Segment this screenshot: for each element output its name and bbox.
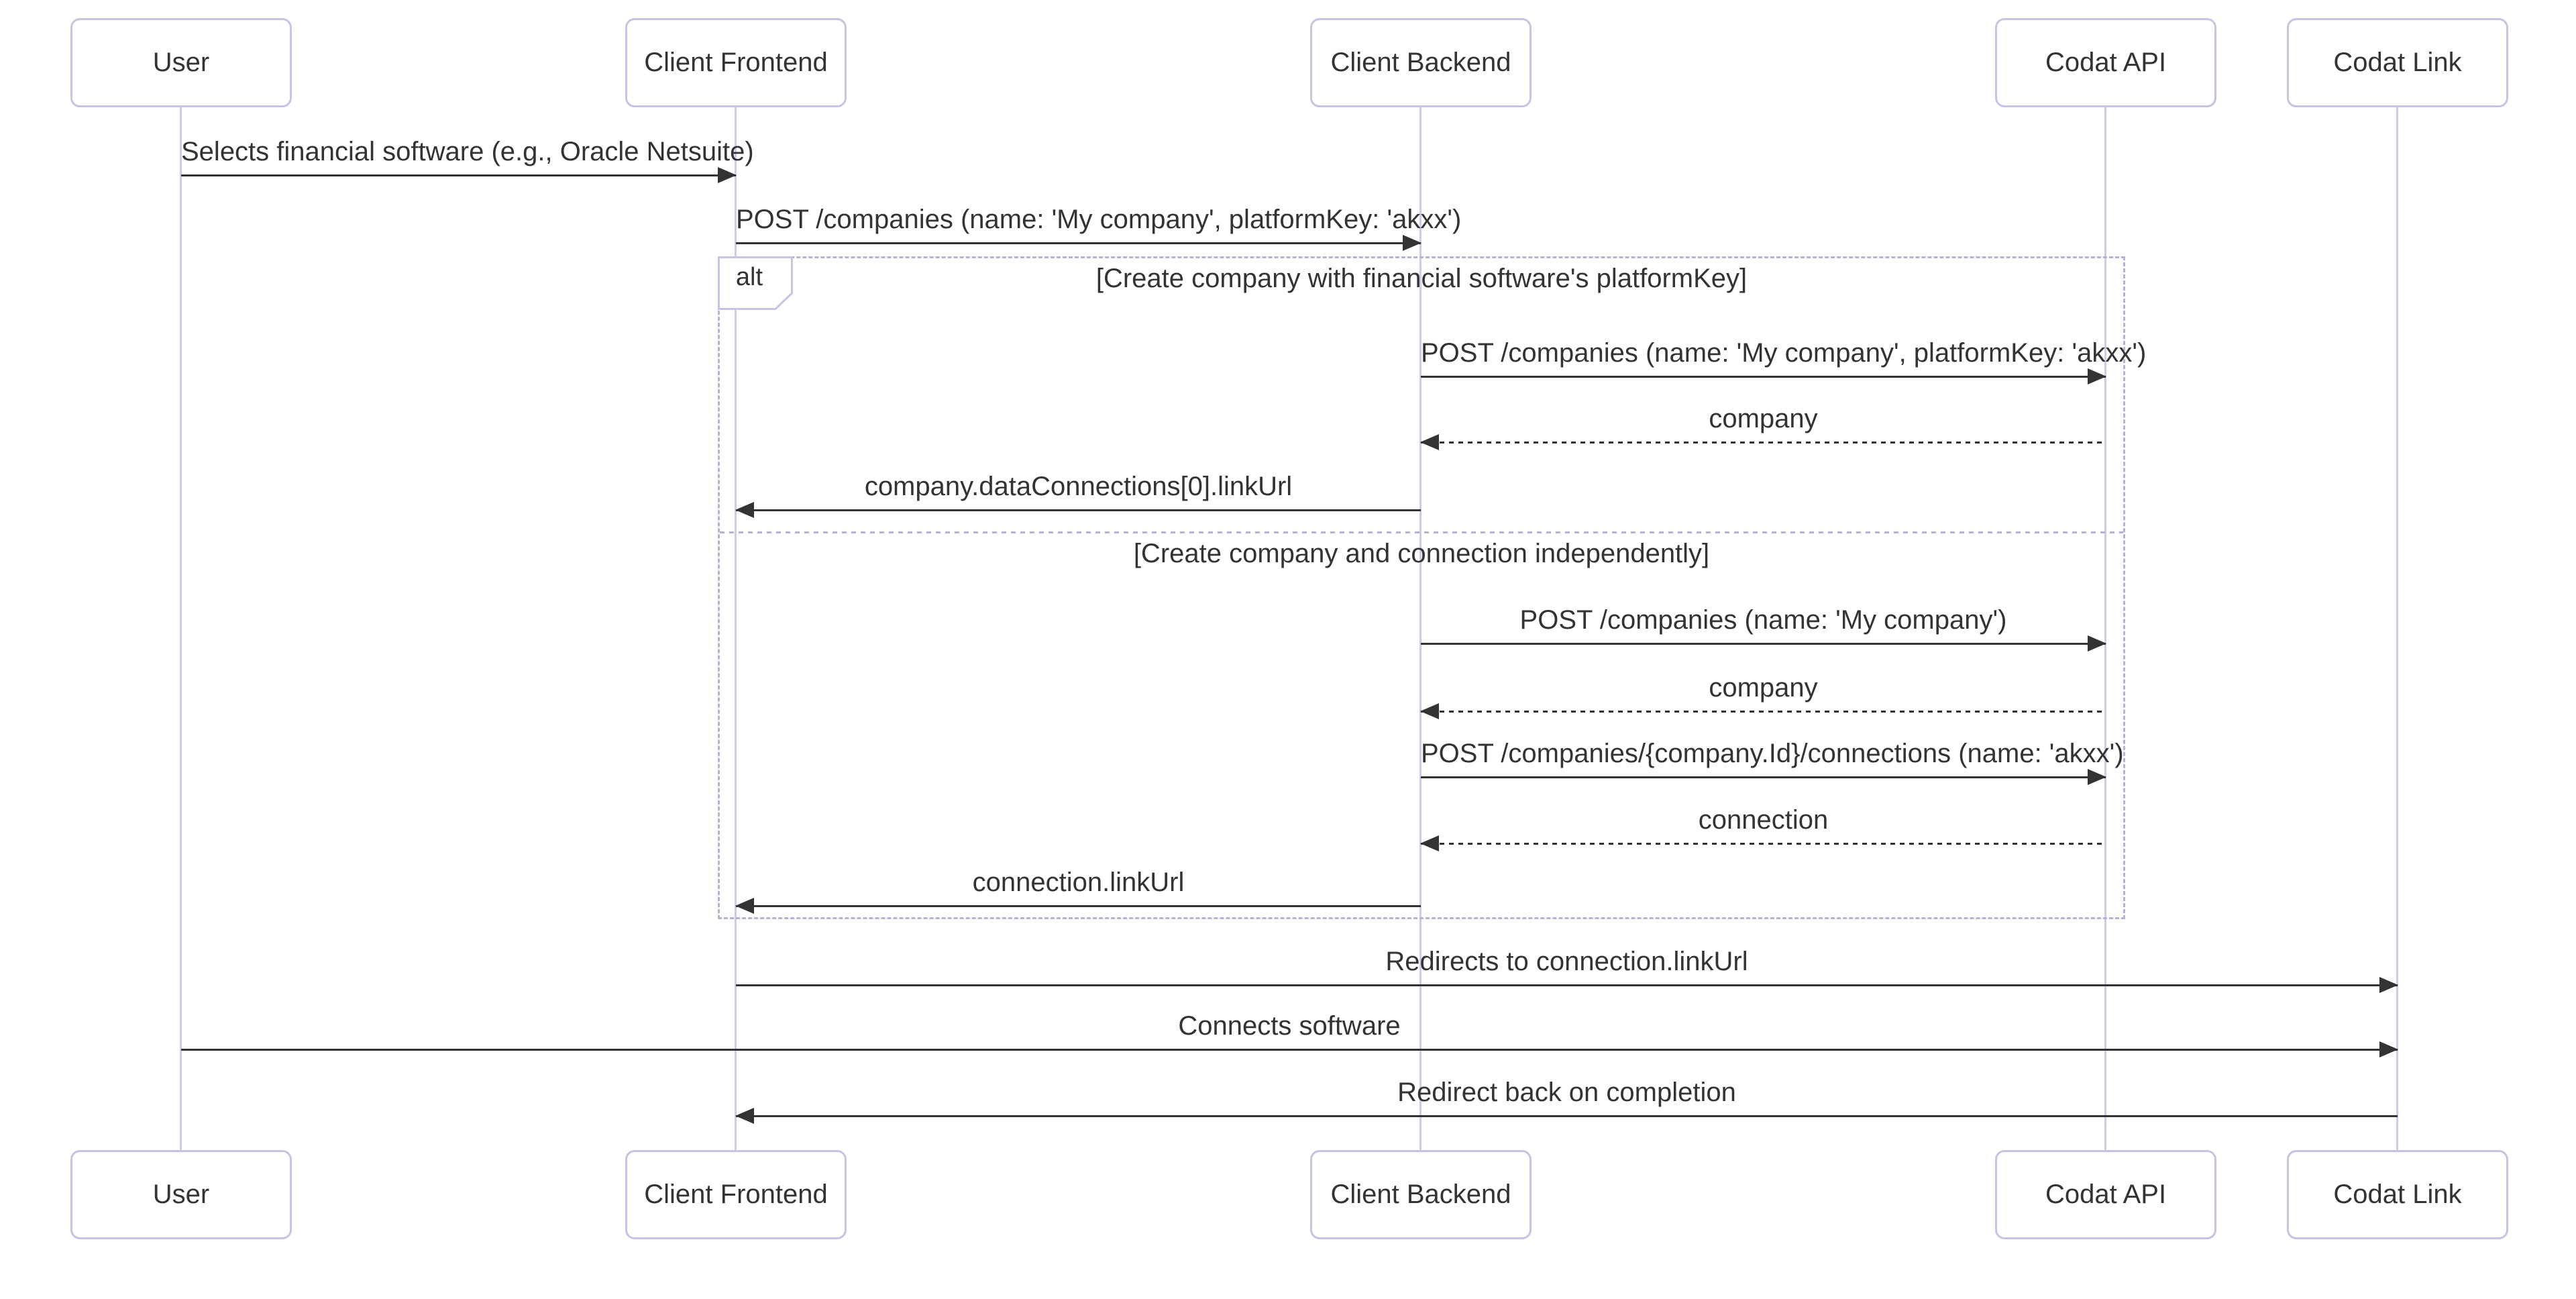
actor-client-backend-bottom: Client Backend	[1310, 1150, 1532, 1239]
arrowhead-right-icon	[2379, 1041, 2398, 1057]
alt-frame: [Create company with financial software'…	[718, 256, 2125, 919]
actor-user-bottom: User	[70, 1150, 292, 1239]
actor-codat-link-bottom: Codat Link	[2287, 1150, 2508, 1239]
lifeline-codat-api	[2104, 107, 2106, 1150]
alt-condition-2: [Create company and connection independe…	[1133, 539, 1710, 568]
arrowhead-left-icon	[735, 898, 754, 914]
arrowhead-right-icon	[2088, 368, 2106, 384]
lifeline-codat-link	[2396, 107, 2398, 1150]
actor-codat-api-bottom: Codat API	[1995, 1150, 2216, 1239]
alt-label-shape-icon	[718, 256, 793, 310]
arrowhead-right-icon	[718, 167, 737, 183]
arrowhead-right-icon	[2379, 977, 2398, 993]
actor-codat-api-top: Codat API	[1995, 18, 2216, 107]
actor-user-top: User	[70, 18, 292, 107]
lifeline-client-frontend	[735, 107, 737, 1150]
arrowhead-left-icon	[735, 1108, 754, 1124]
arrowhead-right-icon	[2088, 635, 2106, 652]
actor-client-frontend-top: Client Frontend	[625, 18, 847, 107]
arrowhead-right-icon	[1403, 235, 1421, 251]
arrowhead-left-icon	[735, 502, 754, 518]
arrowhead-left-icon	[1420, 703, 1439, 719]
alt-else-divider	[720, 531, 2123, 533]
actor-client-backend-top: Client Backend	[1310, 18, 1532, 107]
arrowhead-left-icon	[1420, 434, 1439, 450]
alt-label: alt	[718, 256, 793, 310]
arrowhead-right-icon	[2088, 769, 2106, 785]
alt-condition-1: [Create company with financial software'…	[1095, 264, 1748, 293]
lifeline-client-backend	[1419, 107, 1421, 1150]
actor-codat-link-top: Codat Link	[2287, 18, 2508, 107]
arrowhead-left-icon	[1420, 835, 1439, 851]
lifeline-user	[180, 107, 182, 1150]
alt-label-text: alt	[735, 263, 763, 291]
actor-client-frontend-bottom: Client Frontend	[625, 1150, 847, 1239]
